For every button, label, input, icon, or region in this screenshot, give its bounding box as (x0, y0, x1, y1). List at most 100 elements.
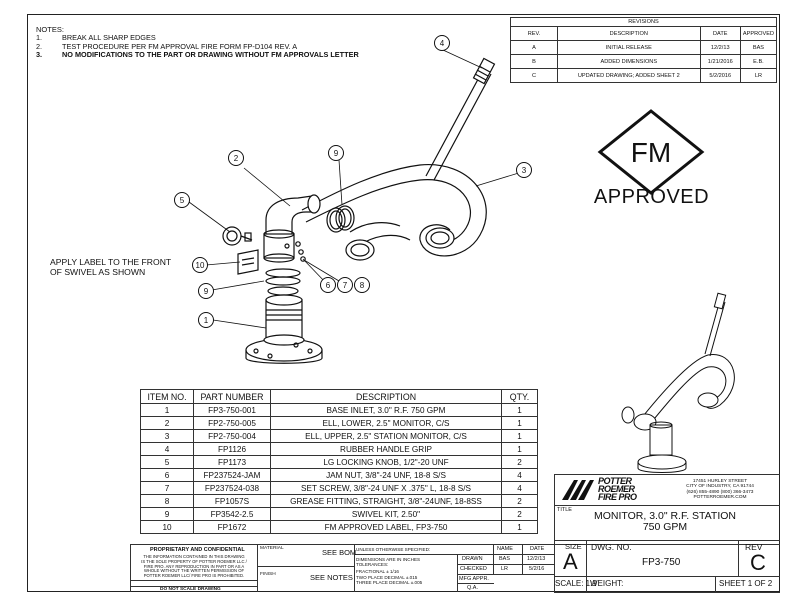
svg-text:1: 1 (204, 316, 209, 325)
svg-text:4: 4 (440, 39, 445, 48)
isometric-view (621, 292, 735, 473)
bom-cell: FP237524-JAM (193, 468, 271, 482)
bom-cell: RUBBER HANDLE GRIP (270, 442, 502, 456)
notes-block: NOTES: 1.BREAK ALL SHARP EDGES 2.TEST PR… (36, 25, 359, 59)
bom-cell: 3 (140, 429, 194, 443)
size-label: SIZE (565, 542, 582, 551)
balloon-1: 1 (198, 312, 214, 328)
revisions-table: REVISIONS REV. DESCRIPTION DATE APPROVED… (510, 17, 778, 83)
handle-rod (425, 57, 496, 181)
bom-cell: 4 (501, 468, 538, 482)
bom-cell: FP3-750-001 (193, 403, 271, 417)
drawn-name: BAS (499, 556, 511, 562)
finish-label: FINISH (260, 572, 276, 577)
balloon-2: 2 (228, 150, 244, 166)
bom-cell: 2 (501, 507, 538, 521)
bom-cell: FM APPROVED LABEL, FP3-750 (270, 520, 502, 534)
bom-header: QTY. (501, 389, 538, 404)
bom-cell: 2 (140, 416, 194, 430)
bom-cell: LG LOCKING KNOB, 1/2"-20 UNF (270, 455, 502, 469)
bom-cell: ELL, UPPER, 2.5" STATION MONITOR, C/S (270, 429, 502, 443)
fm-approved-diamond: FM (597, 109, 705, 195)
bom-cell: 4 (140, 442, 194, 456)
proprietary-text: THE INFORMATION CONTAINED IN THIS DRAWIN… (141, 554, 247, 579)
bom-cell: 2 (501, 494, 538, 508)
note-item: 1.BREAK ALL SHARP EDGES (36, 33, 156, 43)
company-address: 17451 HURLEY STREET CITY OF INDUSTRY, CA… (686, 479, 754, 500)
svg-text:2: 2 (234, 154, 239, 163)
tolerance-block: DIMENSIONS ARE IN INCHES TOLERANCES: FRA… (356, 557, 423, 585)
title-label: TITLE (557, 507, 572, 513)
bom-cell: FP237524-038 (193, 481, 271, 495)
do-not-scale: DO NOT SCALE DRAWING (160, 587, 221, 592)
bom-cell: SWIVEL KIT, 2.50" (270, 507, 502, 521)
balloon-3: 3 (516, 162, 532, 178)
balloon-8: 8 (354, 277, 370, 293)
note-item: 2.TEST PROCEDURE PER FM APPROVAL FIRE FO… (36, 41, 298, 51)
bom-cell: 7 (140, 481, 194, 495)
rev-label: REV (745, 542, 763, 552)
checked-name: LR (501, 566, 509, 572)
drawn-label: DRAWN (462, 556, 483, 562)
balloon-6: 6 (320, 277, 336, 293)
svg-text:9: 9 (204, 287, 209, 296)
fm-mark: FM (631, 137, 671, 168)
svg-text:7: 7 (343, 281, 348, 290)
balloon-9-upper: 9 (328, 145, 344, 161)
bom-cell: JAM NUT, 3/8"-24 UNF, 18-8 S/S (270, 468, 502, 482)
balloon-4: 4 (434, 35, 450, 51)
bom-cell: 9 (140, 507, 194, 521)
checked-date: 5/2/16 (529, 566, 545, 572)
dwg-no-label: DWG. NO. (591, 542, 632, 552)
fm-approved-caption: APPROVED (593, 186, 710, 208)
upper-ell (301, 164, 487, 261)
bom-cell: FP1057S (193, 494, 271, 508)
bom-cell: FP2-750-004 (193, 429, 271, 443)
svg-text:9: 9 (334, 149, 339, 158)
bom-header: ITEM NO. (140, 389, 194, 404)
bom-header: PART NUMBER (193, 389, 271, 404)
date-header: DATE (530, 546, 545, 552)
bom-cell: 1 (140, 403, 194, 417)
checked-label: CHECKED (460, 566, 487, 572)
balloons: 4 3 2 9 5 10 9 1 6 7 8 (174, 35, 532, 328)
bom-cell: GREASE FITTING, STRAIGHT, 3/8"-24UNF, 18… (270, 494, 502, 508)
note-item: 3.NO MODIFICATIONS TO THE PART OR DRAWIN… (36, 49, 359, 59)
svg-text:3: 3 (522, 166, 527, 175)
balloon-5: 5 (174, 192, 190, 208)
balloon-10: 10 (192, 257, 208, 273)
size-value: A (563, 549, 578, 574)
qa-label: Q.A. (467, 585, 479, 591)
potter-roemer-swoosh-icon (562, 480, 594, 500)
notes-heading: NOTES: (36, 25, 64, 34)
proprietary-title: PROPRIETARY AND CONFIDENTIAL (150, 547, 245, 553)
company-logo: POTTER ROEMER FIRE PRO (598, 476, 637, 502)
material-label: MATERIAL (260, 546, 284, 551)
finish-value: SEE NOTES (310, 573, 353, 582)
bom-cell: 5 (140, 455, 194, 469)
bom-cell: BASE INLET, 3.0" R.F. 750 GPM (270, 403, 502, 417)
bom-cell: 4 (501, 481, 538, 495)
bom-cell: FP3542-2.5 (193, 507, 271, 521)
fm-label-part (237, 249, 259, 275)
locking-knob (222, 226, 253, 246)
bom-cell: FP2-750-005 (193, 416, 271, 430)
bom-cell: 1 (501, 442, 538, 456)
svg-text:5: 5 (180, 196, 185, 205)
bom-header: DESCRIPTION (270, 389, 502, 404)
swivel-kit-lower (265, 268, 301, 296)
balloon-9-lower: 9 (198, 283, 214, 299)
bom-cell: FP1126 (193, 442, 271, 456)
bom-cell: 1 (501, 429, 538, 443)
unless-note: UNLESS OTHERWISE SPECIFIED: (356, 547, 431, 552)
bom-cell: 10 (140, 520, 194, 534)
drawing-title: MONITOR, 3.0" R.F. STATION 750 GPM (594, 510, 736, 533)
svg-text:8: 8 (360, 281, 365, 290)
name-header: NAME (497, 546, 513, 552)
